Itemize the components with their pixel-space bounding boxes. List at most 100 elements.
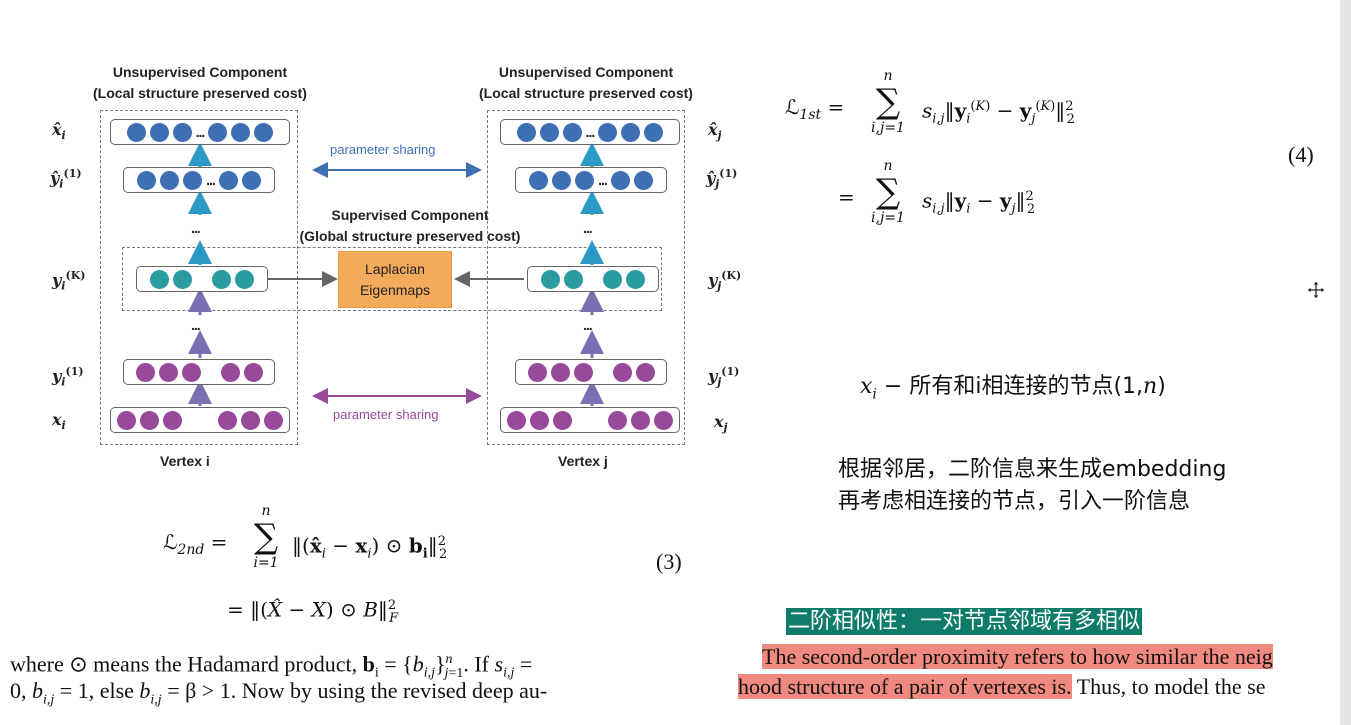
neuron [126, 122, 146, 142]
laplacian-line: Eigenmaps [359, 281, 431, 298]
plain-text: Thus, to model the se [1071, 674, 1266, 699]
layer-yK-j [527, 266, 659, 292]
layer-xhat-j: ... [500, 119, 680, 145]
title-line: (Local structure preserved cost) [93, 85, 307, 101]
neuron [507, 410, 526, 430]
layer-yhat1-i: ... [123, 167, 275, 193]
neuron [163, 410, 182, 430]
neuron [610, 170, 630, 190]
neuron [552, 170, 572, 190]
neuron [621, 122, 641, 142]
eq4-number: (4) [1288, 142, 1314, 167]
eq3-number: (3) [656, 549, 682, 574]
paragraph-right-line-1: The second-order proximity refers to how… [762, 643, 1273, 671]
neuron [633, 170, 653, 190]
eq3-line1-body: ‖(x̂i − xi) ⊙ bi‖22 [292, 533, 448, 562]
neuron [527, 362, 547, 382]
note-line-1: 根据邻居，二阶信息来生成embedding [838, 457, 1227, 482]
layer-yK-i [136, 266, 268, 292]
paragraph-left-line-1: where ⊙ means the Hadamard product, bi =… [10, 651, 533, 681]
neuron [516, 122, 536, 142]
bottom-sharing-label: parameter sharing [333, 407, 439, 422]
ellipsis: ... [206, 172, 216, 188]
label-x-j: xj [714, 412, 728, 435]
neuron [212, 269, 231, 289]
eq4-line2-equals: = [838, 185, 855, 209]
title-line: Supervised Component [331, 207, 489, 223]
neuron [241, 410, 260, 430]
left-unsupervised-title: Unsupervised Component (Local structure … [80, 62, 320, 104]
neuron [135, 362, 155, 382]
label-xhat-j: x̂j [708, 120, 722, 143]
neuron [254, 122, 274, 142]
layer-y1-j [515, 359, 667, 385]
label-yK-i: yi(K) [52, 269, 86, 293]
vertex-i-label: Vertex i [160, 453, 210, 469]
eq3-lhs: ℒ2nd = [163, 530, 228, 558]
neuron [241, 170, 261, 190]
ellipsis: ... [585, 124, 596, 140]
eq4-sum1: n ∑ i,j=1 [871, 68, 905, 136]
neuron [149, 122, 169, 142]
label-x-i: xi [52, 410, 66, 433]
neuron [654, 410, 673, 430]
neuron [550, 362, 570, 382]
neuron [172, 122, 192, 142]
neuron [140, 410, 159, 430]
neuron [598, 122, 618, 142]
right-unsupervised-title: Unsupervised Component (Local structure … [466, 62, 706, 104]
title-line: Unsupervised Component [112, 64, 288, 80]
top-sharing-label: parameter sharing [330, 142, 436, 157]
label-yK-j: yj(K) [708, 269, 742, 293]
neuron [264, 410, 283, 430]
supervised-title: Supervised Component (Global structure p… [290, 205, 530, 247]
paragraph-right-line-2: hood structure of a pair of vertexes is.… [738, 673, 1265, 701]
layer-x-j [500, 407, 680, 433]
neuron [529, 170, 549, 190]
vertical-scrollbar[interactable] [1340, 0, 1351, 725]
neuron [573, 362, 593, 382]
neuron [137, 170, 157, 190]
annotation-heading: 二阶相似性：一对节点邻域有多相似 [786, 608, 1143, 635]
layer-y1-i [123, 359, 275, 385]
note-line-2: 再考虑相连接的节点，引入一阶信息 [838, 489, 1191, 514]
neuron [150, 269, 169, 289]
neuron [631, 410, 650, 430]
xi-note: xi − 所有和i相连接的节点(1,n) [860, 374, 1166, 403]
vertex-j-box [487, 110, 685, 445]
ellipsis: ... [598, 172, 608, 188]
neuron [530, 410, 549, 430]
neuron [181, 362, 201, 382]
neuron [644, 122, 664, 142]
neuron [218, 410, 237, 430]
highlighted-text: The second-order proximity refers to how… [762, 644, 1273, 669]
title-line: (Local structure preserved cost) [479, 85, 693, 101]
neuron [603, 269, 622, 289]
neuron [218, 170, 238, 190]
neuron [553, 410, 572, 430]
label-y1-j: yj(1) [708, 365, 740, 389]
neuron [208, 122, 228, 142]
title-line: Unsupervised Component [498, 64, 674, 80]
ellipsis: ... [191, 220, 201, 236]
highlighted-text: hood structure of a pair of vertexes is. [738, 674, 1072, 699]
supervised-box [122, 247, 662, 311]
laplacian-line: Laplacian [365, 260, 425, 277]
label-yhat1-i: ŷi(1) [50, 167, 82, 191]
neuron [160, 170, 180, 190]
ellipsis: ... [583, 220, 593, 236]
neuron [243, 362, 263, 382]
title-line: (Global structure preserved cost) [299, 228, 521, 244]
neuron [626, 269, 645, 289]
neuron [173, 269, 192, 289]
neuron [575, 170, 595, 190]
layer-yhat1-j: ... [515, 167, 667, 193]
eq4-line1-body: si,j‖yi(K) − yj(K)‖22 [922, 98, 1075, 127]
ellipsis: ... [191, 317, 201, 333]
neuron [608, 410, 627, 430]
ellipsis: ... [583, 317, 593, 333]
laplacian-eigenmaps-box: Laplacian Eigenmaps [338, 251, 452, 308]
vertex-i-box [100, 110, 298, 445]
paragraph-left-line-2: 0, bi,j = 1, else bi,j = β > 1. Now by u… [10, 678, 548, 708]
vertex-j-label: Vertex j [558, 453, 608, 469]
